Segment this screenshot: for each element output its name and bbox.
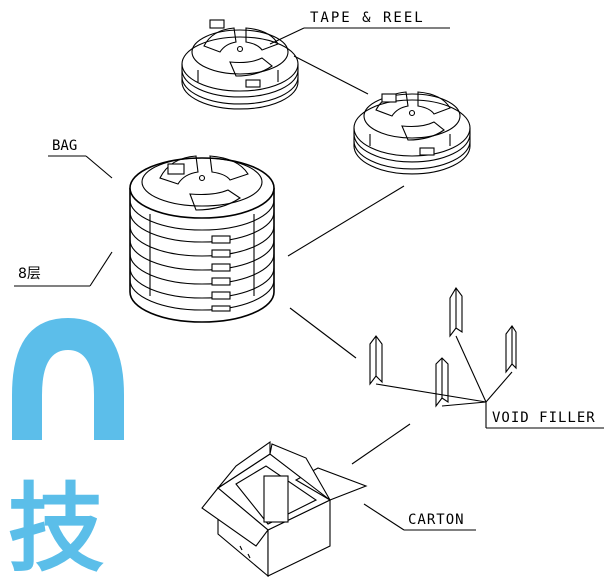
reel-stack [129,155,275,323]
connector-reel-stack [287,185,405,257]
label-bag-text: BAG [52,138,77,154]
watermark: 技 [8,318,124,580]
void-filler-pieces [369,287,517,408]
watermark-glyph: 技 [8,473,104,580]
label-layers-text: 8层 [18,266,41,282]
connector-stack-filler [289,307,357,359]
label-tape-reel-text: TAPE & REEL [310,10,425,26]
label-layers: 8层 [14,251,113,287]
label-tape-reel: TAPE & REEL [269,10,450,45]
label-void-filler-text: VOID FILLER [492,410,596,426]
label-bag: BAG [48,138,113,179]
carton-box [201,440,368,578]
watermark-arch [12,318,124,440]
tape-reel-top [181,19,299,110]
label-carton-text: CARTON [408,512,465,528]
label-carton: CARTON [363,503,476,531]
tape-reel-right [353,91,471,175]
connector-reel-reel [293,55,369,95]
connector-filler-carton [351,423,411,465]
label-void-filler: VOID FILLER [485,402,604,429]
